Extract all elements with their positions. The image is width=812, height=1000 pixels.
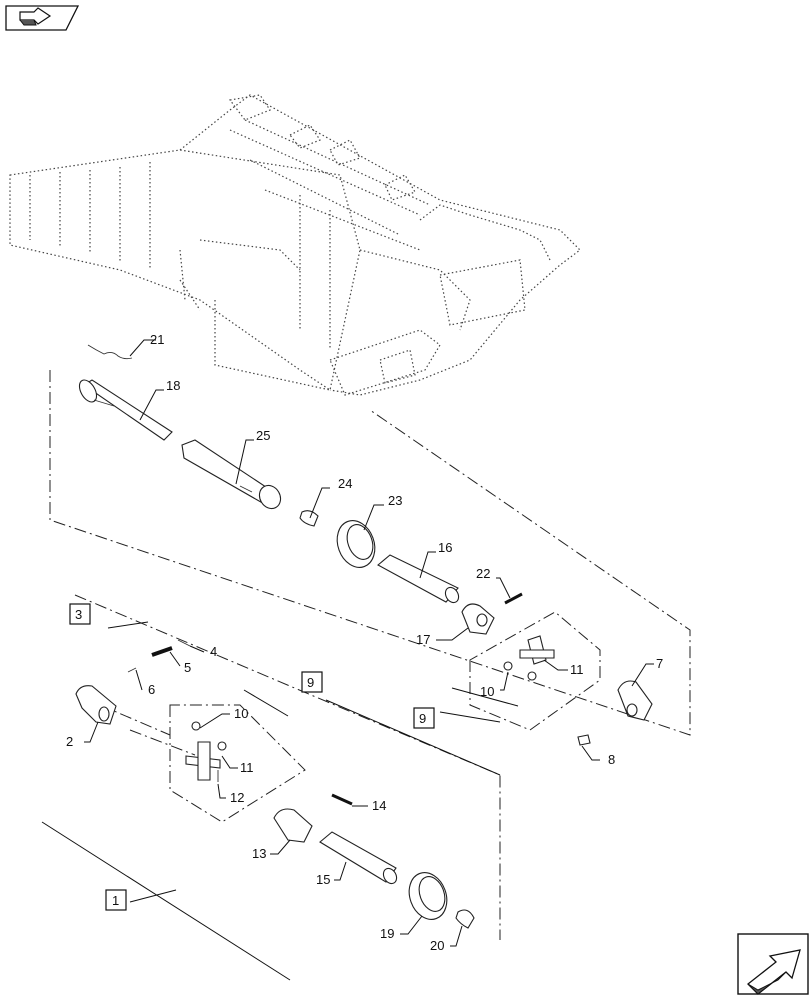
part-14-pin	[331, 793, 353, 806]
callout-25: 25	[256, 428, 270, 443]
callout-2: 2	[66, 734, 73, 749]
callout-15: 15	[316, 872, 330, 887]
part-19-shield-ring	[408, 872, 448, 920]
callout-box-9-right	[413, 707, 435, 729]
part-16-shaft	[377, 554, 460, 604]
part-21-wire	[87, 344, 133, 360]
callout-24: 24	[338, 476, 352, 491]
part-13-yoke	[273, 808, 313, 843]
forward-arrow-icon	[747, 949, 801, 995]
callout-3: 3	[75, 607, 82, 622]
part-15-shaft	[319, 831, 398, 885]
forward-nav-button[interactable]	[737, 933, 809, 995]
callout-23: 23	[388, 493, 402, 508]
callout-14: 14	[372, 798, 386, 813]
part-20-clamp	[455, 909, 475, 929]
callout-10-left: 10	[234, 706, 248, 721]
parts-4-5-6-pins	[127, 639, 191, 673]
right-cross-kit	[503, 635, 555, 681]
callout-1: 1	[112, 893, 119, 908]
callout-8: 8	[608, 752, 615, 767]
callout-7: 7	[656, 656, 663, 671]
callout-9-left: 9	[307, 675, 314, 690]
part-18-outer-tube	[78, 379, 173, 441]
callout-22: 22	[476, 566, 490, 581]
callout-20: 20	[430, 938, 444, 953]
header-machine-illustration	[9, 94, 581, 396]
part-7-yoke	[617, 680, 653, 721]
callout-labels: 21 18 25 24 23 16 22 17 11 10 7 4 5 6 2 …	[66, 332, 663, 953]
callout-box-1	[105, 889, 127, 911]
leader-lines	[84, 339, 654, 947]
callout-9-right: 9	[419, 711, 426, 726]
callout-6: 6	[148, 682, 155, 697]
callout-12: 12	[230, 790, 244, 805]
left-cross-kit	[185, 721, 227, 782]
callout-17: 17	[416, 632, 430, 647]
part-24-clamp	[299, 510, 319, 527]
callout-16: 16	[438, 540, 452, 555]
callout-11-right: 11	[570, 662, 584, 677]
part-17-yoke	[461, 603, 495, 635]
part-1-bracket-line	[41, 821, 291, 981]
callout-box-3	[69, 603, 91, 625]
callout-4: 4	[210, 644, 217, 659]
callout-11-left: 11	[240, 760, 254, 775]
callout-21: 21	[150, 332, 164, 347]
callout-10-right: 10	[480, 684, 494, 699]
back-nav-button[interactable]	[5, 5, 80, 31]
callout-18: 18	[166, 378, 180, 393]
callout-13: 13	[252, 846, 266, 861]
callout-19: 19	[380, 926, 394, 941]
callout-5: 5	[184, 660, 191, 675]
callout-box-9-left	[301, 671, 323, 693]
part-8-bolt	[577, 734, 591, 746]
part-23-shield-ring	[336, 520, 376, 568]
part-22-pin	[504, 592, 523, 605]
part-2-yoke	[75, 685, 117, 725]
assembly-outlines	[49, 370, 691, 940]
part-25-inner-tube	[181, 439, 282, 510]
back-arrow-icon	[19, 7, 52, 26]
